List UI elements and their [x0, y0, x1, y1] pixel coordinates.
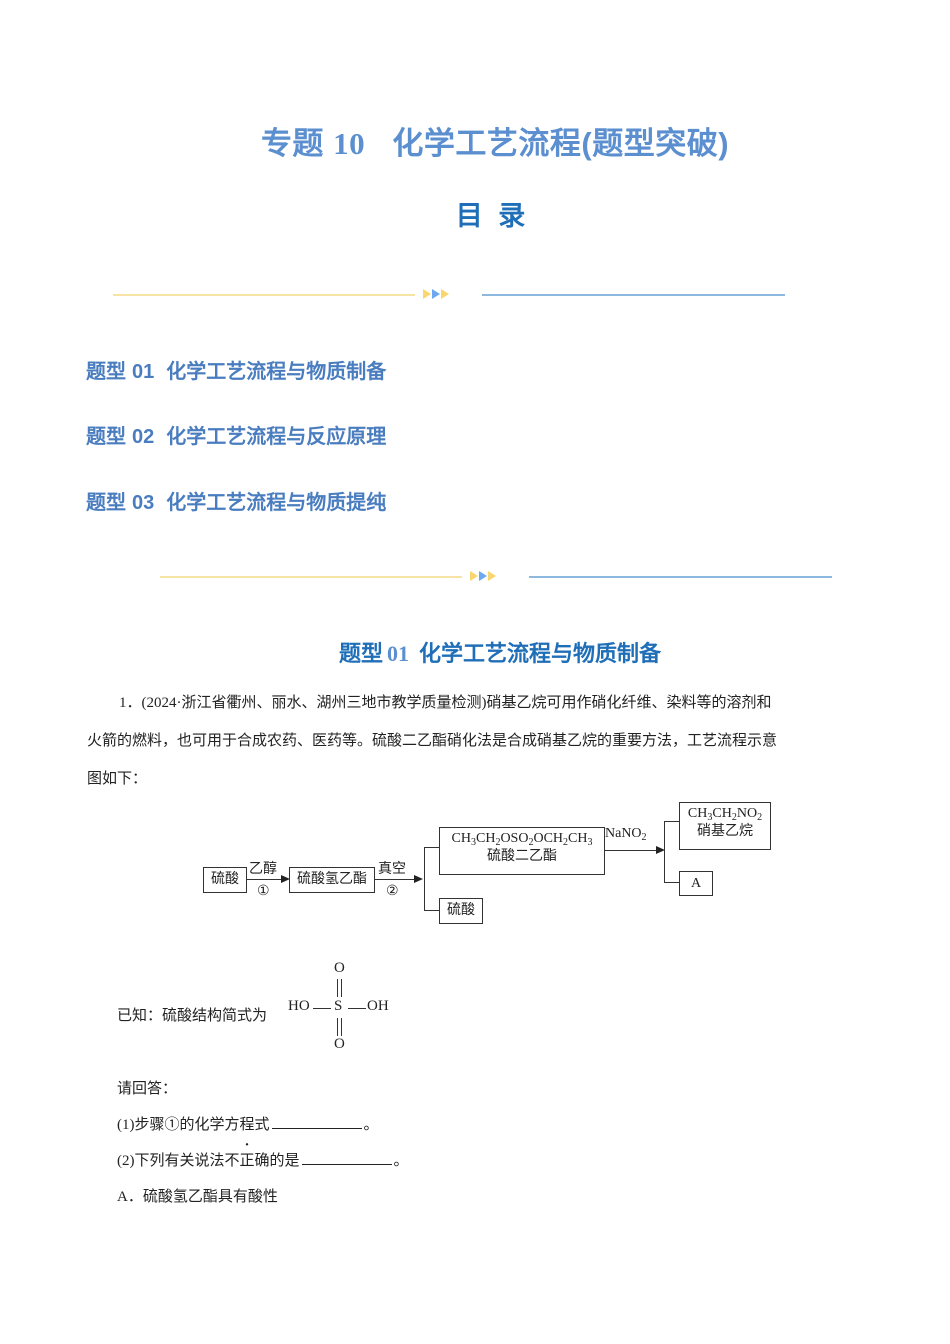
box-label: 硫酸氢乙酯 — [297, 872, 367, 887]
branch-line — [664, 821, 666, 883]
diethyl-sulfate-name: 硫酸二乙酯 — [487, 849, 557, 864]
box-label: A — [690, 876, 702, 891]
toc-item-prefix: 题型 — [86, 426, 126, 448]
atom-ho-left: HO — [288, 998, 310, 1014]
title-number: 10 — [333, 126, 366, 161]
sub-question-2-pre: (2)下列有关说法 — [117, 1153, 225, 1169]
arrowhead-icon — [414, 875, 423, 883]
diethyl-sulfate-formula: CH3CH2OSO2OCH2CH3 — [451, 831, 593, 848]
nitroethane-formula: CH3CH2NO2 — [687, 806, 763, 823]
divider-line-blue — [529, 576, 832, 578]
divider-line-blue — [482, 294, 785, 296]
box-label: 硫酸 — [211, 872, 239, 887]
toc-item-02[interactable]: 题型 02 化学工艺流程与反应原理 — [86, 420, 386, 449]
toc-item-01[interactable]: 题型 01 化学工艺流程与物质制备 — [86, 355, 386, 384]
question-stem: 1．(2024·浙江省衢州、丽水、湖州三地市教学质量检测)硝基乙烷可用作硝化纤维… — [87, 684, 865, 798]
toc-item-code: 02 — [132, 426, 155, 448]
title-prefix: 专题 — [260, 126, 324, 161]
box-label: 硫酸 — [447, 903, 475, 918]
known-prefix: 已知：硫酸结构简式为 — [117, 1008, 268, 1024]
step1-reagent: 乙醇 — [249, 862, 277, 877]
toc-heading: 目 录 — [455, 201, 530, 231]
triple-arrow-icon — [423, 288, 449, 299]
toc-item-code: 01 — [132, 361, 155, 383]
branch-lower — [664, 882, 679, 884]
toc-item-label: 化学工艺流程与反应原理 — [166, 426, 387, 448]
toc-item-label: 化学工艺流程与物质提纯 — [166, 492, 387, 514]
toc-item-label: 化学工艺流程与物质制备 — [166, 361, 387, 383]
sub-question-2-post: 的是 — [269, 1153, 300, 1169]
arrowhead-icon — [281, 875, 290, 883]
branch-upper — [664, 821, 679, 823]
section-label: 化学工艺流程与物质制备 — [419, 641, 662, 666]
answer-prompt: 请回答： — [117, 1081, 178, 1097]
stem-line-3: 图如下： — [87, 771, 148, 787]
answer-blank-1[interactable] — [271, 1114, 362, 1129]
divider-line-yellow — [113, 294, 415, 296]
stem-line-1: 1．(2024·浙江省衢州、丽水、湖州三地市教学质量检测)硝基乙烷可用作硝化纤维… — [119, 695, 772, 711]
nitroethane-name: 硝基乙烷 — [697, 824, 753, 839]
box-sulfuric-acid-start: 硫酸 — [203, 867, 247, 893]
step2-reagent: 真空 — [378, 862, 406, 877]
box-ethyl-hydrogen-sulfate: 硫酸氢乙酯 — [289, 867, 375, 893]
branch-line — [424, 847, 426, 911]
box-nitroethane: CH3CH2NO2 硝基乙烷 — [679, 802, 771, 850]
atom-o-top: O — [334, 960, 345, 976]
sub-question-1: (1)步骤①的化学方程式。 — [117, 1113, 379, 1134]
toc-item-prefix: 题型 — [86, 492, 126, 514]
step3-reagent: NaNO2 — [605, 826, 647, 843]
stem-line-2: 火箭的燃料，也可用于合成农药、医药等。硫酸二乙酯硝化法是合成硝基乙烷的重要方法，… — [87, 733, 778, 749]
box-diethyl-sulfate: CH3CH2OSO2OCH2CH3 硫酸二乙酯 — [439, 827, 605, 875]
toc-item-03[interactable]: 题型 03 化学工艺流程与物质提纯 — [86, 486, 386, 515]
arrow-step3 — [604, 850, 658, 852]
atom-o-bottom: O — [334, 1036, 345, 1052]
toc-item-code: 03 — [132, 492, 155, 514]
option-a: A．硫酸氢乙酯具有酸性 — [117, 1189, 278, 1205]
sulfuric-acid-structure: O HO S OH O — [288, 960, 398, 1056]
emphasis-text: 不正确 — [225, 1149, 270, 1170]
divider-middle — [0, 570, 950, 584]
title-text: 化学工艺流程(题型突破) — [392, 126, 730, 161]
step2-label: ② — [386, 884, 399, 899]
atom-oh-right: OH — [367, 998, 389, 1014]
section-prefix: 题型 — [338, 641, 383, 666]
divider-top — [0, 288, 950, 302]
box-product-a: A — [679, 871, 713, 896]
step1-label: ① — [257, 884, 270, 899]
answer-blank-2[interactable] — [301, 1150, 392, 1165]
box-sulfuric-acid-byproduct: 硫酸 — [439, 898, 483, 924]
branch-lower — [424, 910, 439, 912]
sub-question-2: (2)下列有关说法不正确的是。 — [117, 1149, 409, 1170]
sub-question-1-text: (1)步骤①的化学方程式 — [117, 1117, 270, 1133]
arrow-step2 — [374, 879, 416, 881]
arrowhead-icon — [656, 846, 665, 854]
section-code: 01 — [387, 641, 409, 666]
arrow-step1 — [246, 879, 282, 881]
atom-s-center: S — [334, 998, 343, 1014]
branch-upper — [424, 847, 439, 849]
toc-item-prefix: 题型 — [86, 361, 126, 383]
divider-line-yellow — [160, 576, 462, 578]
page-title: 专题 10 化学工艺流程(题型突破) — [0, 118, 950, 163]
triple-arrow-icon — [470, 570, 496, 581]
